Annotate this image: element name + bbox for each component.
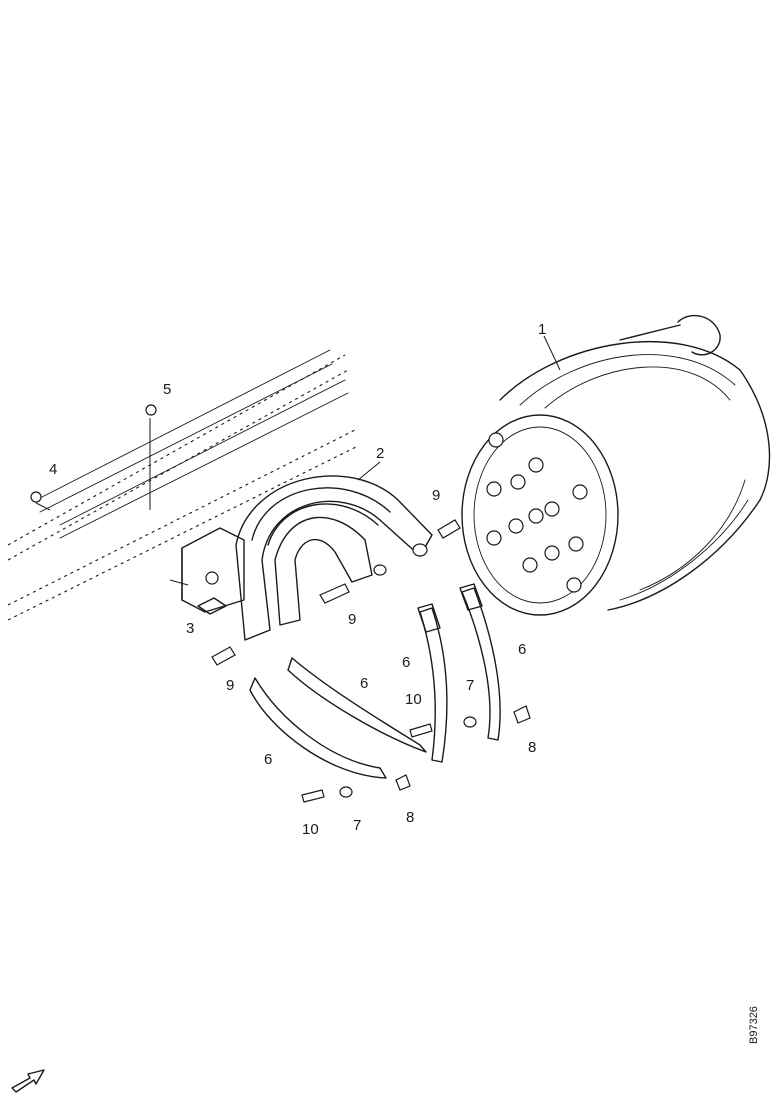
mounting-bracket — [181, 527, 245, 615]
callouts: 1 2 3 4 5 6 6 6 6 7 7 8 8 9 9 9 10 10 — [49, 321, 546, 838]
callout-6-right: 6 — [518, 641, 526, 658]
fasteners — [30, 404, 531, 803]
cradle-support — [235, 475, 433, 641]
cylindrical-unit — [461, 314, 771, 616]
callout-8-lower: 8 — [406, 809, 414, 826]
arrow-forward-icon — [11, 1069, 45, 1093]
callout-3: 3 — [186, 620, 194, 637]
callout-7-right: 7 — [466, 677, 474, 694]
callout-7-lower: 7 — [353, 817, 361, 834]
straps — [249, 583, 501, 779]
callout-9-lower: 9 — [226, 677, 234, 694]
callout-1: 1 — [538, 321, 546, 338]
callout-2: 2 — [376, 445, 384, 462]
frame-rails — [7, 349, 359, 621]
callout-6-centre: 6 — [402, 654, 410, 671]
callout-10-right: 10 — [405, 691, 422, 708]
callout-6-upper-left: 6 — [360, 675, 368, 692]
callout-8-right: 8 — [528, 739, 536, 756]
reference-code: B97326 — [748, 1006, 760, 1044]
callout-6-lower-left: 6 — [264, 751, 272, 768]
face-holes — [486, 432, 588, 593]
callout-10-lower: 10 — [302, 821, 319, 838]
callout-9-centre: 9 — [348, 611, 356, 628]
callout-9-upper: 9 — [432, 487, 440, 504]
callout-5: 5 — [163, 381, 171, 398]
leader-lines — [35, 335, 561, 586]
callout-4: 4 — [49, 461, 57, 478]
